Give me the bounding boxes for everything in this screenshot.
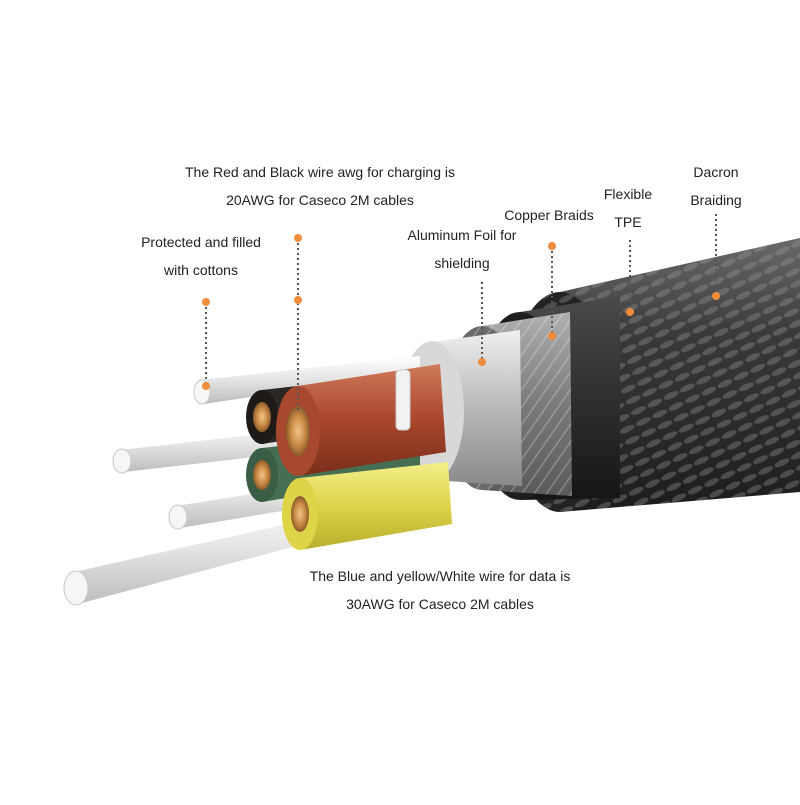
flexible-tpe-dot xyxy=(626,308,634,316)
charging-wire-dot-top xyxy=(294,234,302,242)
flexible-tpe-label: Flexible TPE xyxy=(588,180,668,236)
data-wire-label-line1: The Blue and yellow/White wire for data … xyxy=(309,568,571,584)
copper-braids-label-line1: Copper Braids xyxy=(504,207,594,223)
callout-markers xyxy=(202,214,720,410)
copper-braids-label: Copper Braids xyxy=(494,201,604,229)
dacron-braiding-label: Dacron Braiding xyxy=(674,158,758,214)
charging-wire-label-line1: The Red and Black wire awg for charging … xyxy=(184,164,456,180)
data-wire-label-line2: 30AWG for Caseco 2M cables xyxy=(346,596,534,612)
flexible-tpe-label-line2: TPE xyxy=(614,214,642,230)
yellow-wire xyxy=(282,462,452,550)
dacron-braiding-dot xyxy=(712,292,720,300)
dacron-braiding-label-line2: Braiding xyxy=(690,192,742,208)
charging-wire-label: The Red and Black wire awg for charging … xyxy=(150,158,490,214)
aluminum-foil-label-line2: shielding xyxy=(434,255,490,271)
cotton-fill-label-line1: Protected and filled xyxy=(141,234,261,250)
cotton-fill-label: Protected and filled with cottons xyxy=(126,228,276,284)
dacron-braiding-label-line1: Dacron xyxy=(693,164,739,180)
aluminum-foil-label-line1: Aluminum Foil for xyxy=(407,227,517,243)
flexible-tpe-label-line1: Flexible xyxy=(603,186,653,202)
aluminum-foil-label: Aluminum Foil for shielding xyxy=(392,221,532,277)
wire-highlight xyxy=(395,369,411,431)
cotton-fill-dot-top xyxy=(202,298,210,306)
aluminum-foil-dot xyxy=(478,358,486,366)
cotton-fill-dot xyxy=(202,382,210,390)
cotton-fill-label-line2: with cottons xyxy=(164,262,238,278)
charging-wire-dot xyxy=(294,296,302,304)
charging-wire-label-line2: 20AWG for Caseco 2M cables xyxy=(226,192,414,208)
copper-braids-dot-top xyxy=(548,242,556,250)
copper-braids-dot xyxy=(548,332,556,340)
data-wire-label: The Blue and yellow/White wire for data … xyxy=(270,562,610,618)
